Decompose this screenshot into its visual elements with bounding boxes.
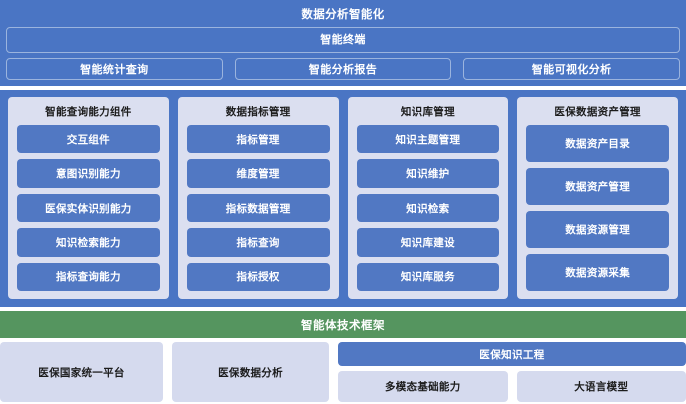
column-item-list: 数据资产目录 数据资产管理 数据资源管理 数据资源采集 bbox=[526, 125, 669, 291]
item-knowledge-base-construction[interactable]: 知识库建设 bbox=[356, 228, 500, 257]
item-indicator-query[interactable]: 指标查询 bbox=[186, 228, 330, 257]
item-knowledge-retrieval-capability[interactable]: 知识检索能力 bbox=[17, 228, 160, 257]
top-button-analysis-report[interactable]: 智能分析报告 bbox=[234, 58, 452, 80]
foundation-knowledge-engineering-items: 多模态基础能力 大语言模型 bbox=[338, 371, 686, 402]
item-indicator-data-management[interactable]: 指标数据管理 bbox=[186, 193, 330, 223]
column-title: 医保数据资产管理 bbox=[554, 106, 641, 118]
item-knowledge-maintenance[interactable]: 知识维护 bbox=[356, 159, 500, 188]
page-title: 数据分析智能化 bbox=[301, 9, 385, 21]
column-smart-query-components: 智能查询能力组件 交互组件 意图识别能力 医保实体识别能力 知识检索能力 指标查… bbox=[8, 97, 169, 299]
column-item-list: 知识主题管理 知识维护 知识检索 知识库建设 知识库服务 bbox=[356, 125, 500, 292]
item-data-asset-management[interactable]: 数据资产管理 bbox=[526, 168, 669, 205]
item-indicator-query-capability[interactable]: 指标查询能力 bbox=[17, 262, 160, 292]
item-data-resource-collection[interactable]: 数据资源采集 bbox=[526, 254, 669, 291]
item-indicator-management[interactable]: 指标管理 bbox=[186, 125, 330, 154]
foundation-data-analysis[interactable]: 医保数据分析 bbox=[172, 342, 329, 402]
foundation-knowledge-engineering-header[interactable]: 医保知识工程 bbox=[338, 342, 686, 366]
agent-tech-framework-band: 智能体技术框架 bbox=[0, 311, 686, 338]
foundation-multimodal-capability[interactable]: 多模态基础能力 bbox=[338, 371, 508, 402]
column-item-list: 交互组件 意图识别能力 医保实体识别能力 知识检索能力 指标查询能力 bbox=[17, 125, 160, 292]
item-dimension-management[interactable]: 维度管理 bbox=[186, 159, 330, 188]
item-data-resource-management[interactable]: 数据资源管理 bbox=[526, 211, 669, 248]
foundation-section: 医保国家统一平台 医保数据分析 医保知识工程 多模态基础能力 大语言模型 bbox=[0, 342, 686, 404]
item-data-asset-catalog[interactable]: 数据资产目录 bbox=[526, 125, 669, 162]
column-knowledge-base-management: 知识库管理 知识主题管理 知识维护 知识检索 知识库建设 知识库服务 bbox=[347, 97, 509, 299]
column-title: 数据指标管理 bbox=[225, 106, 291, 118]
capability-columns-section: 智能查询能力组件 交互组件 意图识别能力 医保实体识别能力 知识检索能力 指标查… bbox=[0, 90, 686, 307]
top-button-visual-analysis[interactable]: 智能可视化分析 bbox=[463, 58, 681, 80]
column-title: 智能查询能力组件 bbox=[45, 106, 132, 118]
item-insurance-entity-recognition[interactable]: 医保实体识别能力 bbox=[17, 193, 160, 223]
foundation-national-platform[interactable]: 医保国家统一平台 bbox=[0, 342, 163, 402]
item-interaction-component[interactable]: 交互组件 bbox=[17, 125, 160, 154]
column-title: 知识库管理 bbox=[400, 106, 455, 118]
column-data-indicator-management: 数据指标管理 指标管理 维度管理 指标数据管理 指标查询 指标授权 bbox=[177, 97, 339, 299]
foundation-large-language-model[interactable]: 大语言模型 bbox=[516, 371, 686, 402]
column-item-list: 指标管理 维度管理 指标数据管理 指标查询 指标授权 bbox=[186, 125, 330, 292]
top-section: 数据分析智能化 智能终端 智能统计查询 智能分析报告 智能可视化分析 bbox=[0, 0, 686, 86]
foundation-knowledge-engineering-group: 医保知识工程 多模态基础能力 大语言模型 bbox=[338, 342, 686, 402]
top-button-statistical-query[interactable]: 智能统计查询 bbox=[6, 58, 223, 80]
column-insurance-data-asset-management: 医保数据资产管理 数据资产目录 数据资产管理 数据资源管理 数据资源采集 bbox=[517, 97, 678, 299]
item-knowledge-topic-management[interactable]: 知识主题管理 bbox=[356, 125, 500, 154]
item-intent-recognition[interactable]: 意图识别能力 bbox=[17, 159, 160, 188]
smart-terminal-bar[interactable]: 智能终端 bbox=[6, 27, 680, 53]
item-knowledge-retrieval[interactable]: 知识检索 bbox=[356, 193, 500, 223]
item-knowledge-base-service[interactable]: 知识库服务 bbox=[356, 262, 500, 292]
top-button-row: 智能统计查询 智能分析报告 智能可视化分析 bbox=[6, 58, 681, 80]
item-indicator-authorization[interactable]: 指标授权 bbox=[186, 262, 330, 292]
